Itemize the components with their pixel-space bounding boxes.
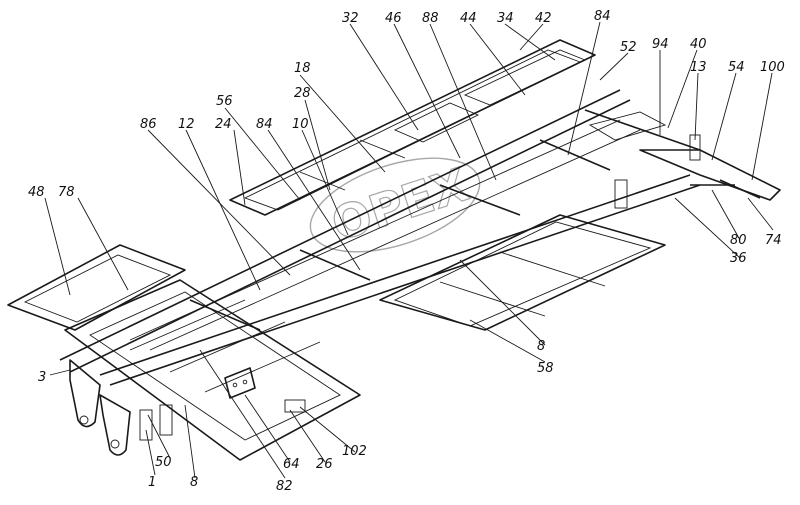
middle-platform — [379, 214, 666, 331]
callout-24: 24 — [215, 117, 232, 132]
front-section — [7, 244, 361, 461]
callout-56: 56 — [216, 94, 233, 109]
callout-74: 74 — [765, 233, 782, 248]
mount-plate — [224, 367, 306, 413]
callout-48: 48 — [28, 185, 45, 200]
callout-86: 86 — [140, 117, 157, 132]
callout-26: 26 — [316, 457, 333, 472]
callout-46: 46 — [385, 11, 402, 26]
callout-64: 64 — [283, 457, 300, 472]
callout-54: 54 — [728, 60, 745, 75]
hitch-lugs — [69, 359, 173, 456]
cross-members — [189, 109, 701, 331]
callout-36: 36 — [730, 251, 747, 266]
callout-labels: 32 46 88 44 34 42 84 52 94 40 13 54 100 … — [28, 9, 785, 494]
callout-50: 50 — [155, 455, 172, 470]
callout-78: 78 — [58, 185, 75, 200]
callout-1: 1 — [148, 475, 156, 490]
upper-platform — [229, 39, 596, 216]
callout-102: 102 — [342, 444, 367, 459]
callout-84-top: 84 — [594, 9, 611, 24]
callout-100: 100 — [760, 60, 785, 75]
callout-3: 3 — [38, 370, 46, 385]
leader-lines — [44, 21, 774, 479]
callout-8-bottom: 8 — [190, 475, 198, 490]
callout-13: 13 — [690, 60, 707, 75]
callout-10: 10 — [292, 117, 309, 132]
callout-80: 80 — [730, 233, 747, 248]
callout-8-right: 8 — [537, 339, 545, 354]
callout-94: 94 — [652, 37, 669, 52]
callout-84-mid: 84 — [256, 117, 273, 132]
callout-12: 12 — [178, 117, 195, 132]
callout-28: 28 — [294, 86, 311, 101]
callout-58: 58 — [537, 361, 554, 376]
main-rails — [59, 89, 701, 386]
rear-extension — [588, 111, 781, 209]
callout-42: 42 — [535, 11, 552, 26]
callout-18: 18 — [294, 61, 311, 76]
callout-52: 52 — [620, 40, 637, 55]
watermark-logo: OPEX — [309, 157, 481, 253]
callout-34: 34 — [497, 11, 514, 26]
callout-32: 32 — [342, 11, 359, 26]
callout-44: 44 — [460, 11, 477, 26]
callout-82: 82 — [276, 479, 293, 494]
callout-40: 40 — [690, 37, 707, 52]
callout-88: 88 — [422, 11, 439, 26]
